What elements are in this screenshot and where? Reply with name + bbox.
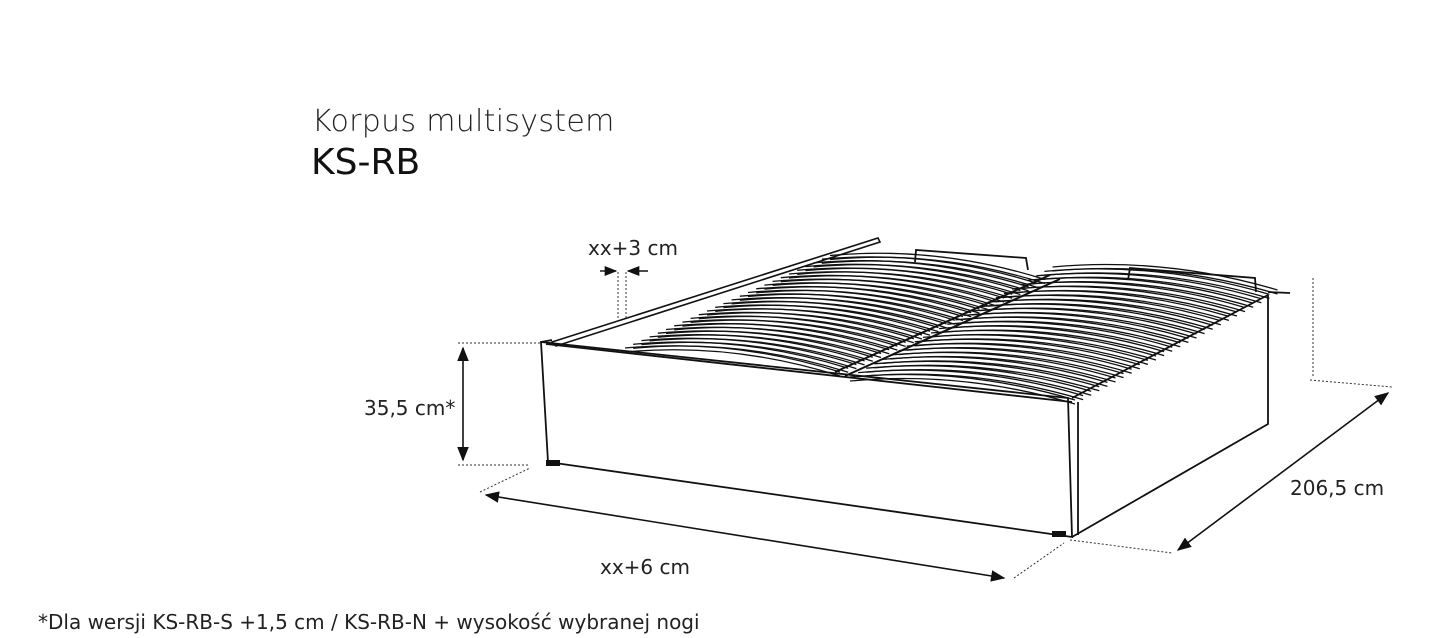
slat-edge [780, 278, 996, 307]
slat-edge [1052, 267, 1278, 295]
slat-edge [995, 298, 1221, 326]
slat-edge [756, 289, 972, 318]
slat-edge [731, 301, 947, 329]
width-label: xx+6 cm [600, 555, 690, 579]
slat-edge [739, 297, 955, 325]
slat-edge [979, 307, 1205, 335]
slat-edge [874, 364, 1100, 392]
slat-edge [747, 293, 964, 322]
slat-edge [939, 329, 1165, 357]
slat-edge [1044, 272, 1270, 300]
slat-edge [821, 260, 1037, 288]
slat-edge [898, 351, 1124, 379]
slat-edge [813, 264, 1029, 292]
slat-edge [1036, 276, 1262, 304]
slat-edge [858, 373, 1084, 401]
slat-edge [1003, 294, 1230, 322]
slat-edge [690, 319, 906, 348]
height-label: 35,5 cm* [364, 396, 456, 420]
drawing-title: KS-RB [311, 142, 421, 183]
slat-edge [641, 341, 857, 370]
slat-edge [866, 369, 1092, 396]
slat [1052, 263, 1278, 291]
width-dimension [479, 467, 1065, 582]
depth-label: 206,5 cm [1290, 476, 1385, 500]
offset-label: xx+3 cm [588, 236, 678, 260]
slat-edge [788, 275, 1005, 303]
slat-edge [963, 316, 1189, 344]
slat-edge [698, 315, 914, 344]
slat-edge [930, 333, 1157, 361]
height-dimension [457, 342, 540, 466]
center-beam [834, 274, 1061, 377]
slat-edge [849, 377, 1076, 405]
drawing-subtitle: Korpus multisystem [312, 104, 615, 139]
slat-edge [633, 345, 849, 373]
slat-edge [971, 311, 1197, 339]
slat-edge [624, 349, 841, 377]
slat-edge [914, 342, 1140, 370]
slat-edge [1028, 281, 1254, 308]
bed-feet [546, 460, 1066, 537]
slat-edge [657, 334, 873, 362]
slat-edge [797, 271, 1013, 299]
slat-edge [922, 338, 1149, 366]
slatted-base [624, 252, 1278, 405]
slat-edge [906, 347, 1132, 374]
footnote: *Dla wersji KS-RB-S +1,5 cm / KS-RB-N + … [38, 610, 700, 634]
slat-edge [649, 338, 865, 366]
bed-frame-outline [540, 291, 1291, 539]
slat-edge [764, 286, 980, 314]
slat-edge [772, 282, 988, 311]
slat-edge [723, 304, 939, 333]
slat-edge [1011, 289, 1238, 317]
offset-dimension [600, 265, 648, 320]
depth-dimension [1069, 278, 1393, 554]
slat-edge [987, 303, 1213, 330]
slat-edge [674, 326, 890, 355]
slat-edge [715, 308, 931, 336]
slat-edge [665, 330, 882, 359]
slat-edge [882, 360, 1108, 388]
slat-edge [890, 355, 1116, 383]
slat-edge [805, 267, 1021, 296]
slat-edge [947, 325, 1173, 352]
slat-edge [1020, 285, 1246, 313]
slat-edge [682, 323, 898, 351]
slat-edge [706, 312, 923, 340]
slat-edge [955, 320, 1181, 348]
slat [829, 252, 1046, 281]
slat-edge [829, 256, 1046, 285]
